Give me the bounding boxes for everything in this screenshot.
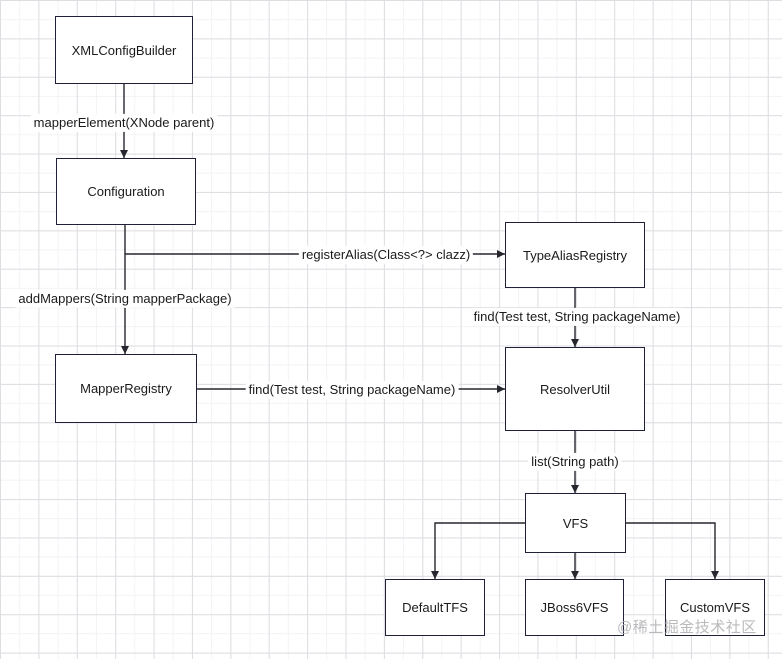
watermark: @稀土掘金技术社区 (617, 619, 757, 636)
edge-vfs-default-tfs (431, 522, 525, 579)
edge-vfs-custom-vfs (626, 522, 719, 579)
